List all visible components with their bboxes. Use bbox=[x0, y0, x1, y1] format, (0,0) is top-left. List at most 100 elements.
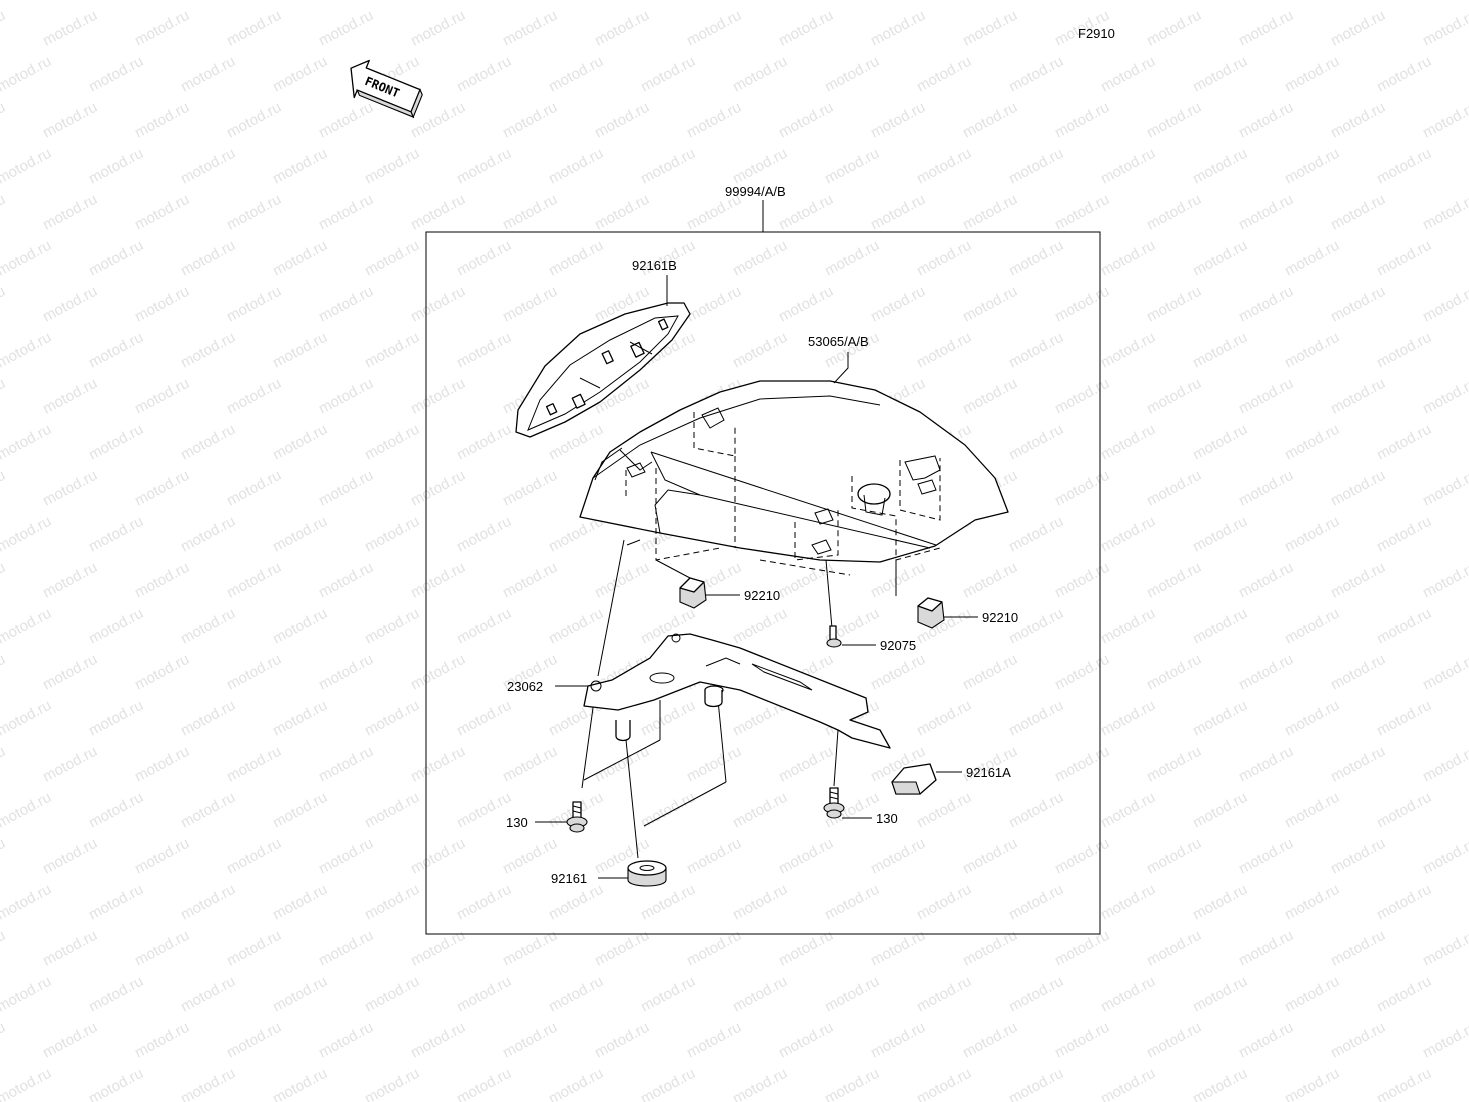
watermark-text: motod.ru bbox=[316, 191, 376, 234]
watermark-text: motod.ru bbox=[1328, 375, 1388, 418]
watermark-text: motod.ru bbox=[270, 973, 330, 1016]
watermark-text: motod.ru bbox=[914, 145, 974, 188]
watermark-text: motod.ru bbox=[1420, 1019, 1469, 1062]
spacer-damper-part bbox=[627, 860, 667, 887]
watermark-text: motod.ru bbox=[1190, 421, 1250, 464]
watermark-text: motod.ru bbox=[86, 145, 146, 188]
watermark-text: motod.ru bbox=[1236, 99, 1296, 142]
watermark-text: motod.ru bbox=[500, 743, 560, 786]
watermark-text: motod.ru bbox=[86, 53, 146, 96]
watermark-text: motod.ru bbox=[454, 237, 514, 280]
watermark-text: motod.ru bbox=[1236, 191, 1296, 234]
watermark-text: motod.ru bbox=[500, 7, 560, 50]
watermark-text: motod.ru bbox=[1006, 513, 1066, 556]
watermark-text: motod.ru bbox=[776, 99, 836, 142]
watermark-text: motod.ru bbox=[224, 835, 284, 878]
watermark-text: motod.ru bbox=[362, 421, 422, 464]
watermark-text: motod.ru bbox=[1098, 697, 1158, 740]
watermark-text: motod.ru bbox=[132, 559, 192, 602]
watermark-text: motod.ru bbox=[224, 651, 284, 694]
watermark-text: motod.ru bbox=[1236, 1019, 1296, 1062]
watermark-text: motod.ru bbox=[316, 283, 376, 326]
watermark-text: motod.ru bbox=[592, 559, 652, 602]
watermark-text: motod.ru bbox=[730, 237, 790, 280]
watermark-text: motod.ru bbox=[730, 973, 790, 1016]
watermark-text: motod.ru bbox=[0, 973, 54, 1016]
watermark-text: motod.ru bbox=[1282, 605, 1342, 648]
watermark-text: motod.ru bbox=[914, 789, 974, 832]
front-arrow-icon: FRONT bbox=[350, 59, 423, 119]
watermark-text: motod.ru bbox=[362, 789, 422, 832]
watermark-text: motod.ru bbox=[224, 191, 284, 234]
watermark-text: motod.ru bbox=[178, 421, 238, 464]
watermark-text: motod.ru bbox=[40, 7, 100, 50]
watermark-text: motod.ru bbox=[316, 1019, 376, 1062]
watermark-text: motod.ru bbox=[1420, 835, 1469, 878]
watermark-text: motod.ru bbox=[1006, 53, 1066, 96]
callout-53065: 53065/A/B bbox=[808, 334, 869, 349]
watermark-text: motod.ru bbox=[776, 283, 836, 326]
watermark-text: motod.ru bbox=[822, 145, 882, 188]
watermark-text: motod.ru bbox=[454, 973, 514, 1016]
watermark-text: motod.ru bbox=[316, 7, 376, 50]
watermark-text: motod.ru bbox=[914, 0, 974, 4]
watermark-text: motod.ru bbox=[0, 237, 54, 280]
watermark-text: motod.ru bbox=[1282, 145, 1342, 188]
callout-92161B: 92161B bbox=[632, 258, 677, 273]
watermark-text: motod.ru bbox=[1328, 467, 1388, 510]
watermark-text: motod.ru bbox=[454, 145, 514, 188]
watermark-text: motod.ru bbox=[1052, 835, 1112, 878]
watermark-text: motod.ru bbox=[1098, 237, 1158, 280]
watermark-text: motod.ru bbox=[454, 1065, 514, 1102]
watermark-text: motod.ru bbox=[500, 1019, 560, 1062]
watermark-text: motod.ru bbox=[270, 329, 330, 372]
watermark-text: motod.ru bbox=[362, 0, 422, 4]
watermark-text: motod.ru bbox=[40, 191, 100, 234]
watermark-text: motod.ru bbox=[0, 283, 8, 326]
watermark-text: motod.ru bbox=[730, 1065, 790, 1102]
watermark-text: motod.ru bbox=[1144, 743, 1204, 786]
watermark-text: motod.ru bbox=[0, 375, 8, 418]
watermark-text: motod.ru bbox=[1374, 605, 1434, 648]
watermark-text: motod.ru bbox=[1190, 53, 1250, 96]
watermark-text: motod.ru bbox=[546, 145, 606, 188]
watermark-text: motod.ru bbox=[1144, 283, 1204, 326]
watermark-text: motod.ru bbox=[40, 467, 100, 510]
watermark-text: motod.ru bbox=[868, 283, 928, 326]
watermark-text: motod.ru bbox=[270, 145, 330, 188]
watermark-text: motod.ru bbox=[1420, 283, 1469, 326]
watermark-text: motod.ru bbox=[546, 605, 606, 648]
watermark-text: motod.ru bbox=[638, 789, 698, 832]
watermark-text: motod.ru bbox=[270, 1065, 330, 1102]
watermark-text: motod.ru bbox=[40, 1019, 100, 1062]
watermark-text: motod.ru bbox=[776, 743, 836, 786]
callout-99994: 99994/A/B bbox=[725, 184, 786, 199]
watermark-text: motod.ru bbox=[1052, 467, 1112, 510]
watermark-text: motod.ru bbox=[730, 0, 790, 4]
watermark-text: motod.ru bbox=[1052, 927, 1112, 970]
watermark-text: motod.ru bbox=[684, 927, 744, 970]
watermark-text: motod.ru bbox=[1282, 237, 1342, 280]
watermark-text: motod.ru bbox=[0, 743, 8, 786]
watermark-text: motod.ru bbox=[822, 973, 882, 1016]
watermark-text: motod.ru bbox=[0, 1065, 54, 1102]
watermark-text: motod.ru bbox=[362, 1065, 422, 1102]
watermark-text: motod.ru bbox=[868, 1019, 928, 1062]
watermark-text: motod.ru bbox=[1144, 7, 1204, 50]
watermark-text: motod.ru bbox=[0, 881, 54, 924]
callout-92161: 92161 bbox=[551, 871, 587, 886]
watermark-text: motod.ru bbox=[1190, 973, 1250, 1016]
watermark-text: motod.ru bbox=[0, 651, 8, 694]
watermark-text: motod.ru bbox=[1282, 973, 1342, 1016]
watermark-text: motod.ru bbox=[40, 651, 100, 694]
watermark-text: motod.ru bbox=[270, 697, 330, 740]
watermark-text: motod.ru bbox=[1190, 789, 1250, 832]
watermark-text: motod.ru bbox=[546, 973, 606, 1016]
watermark-text: motod.ru bbox=[1006, 0, 1066, 4]
watermark-text: motod.ru bbox=[178, 697, 238, 740]
watermark-text: motod.ru bbox=[1144, 1019, 1204, 1062]
watermark-text: motod.ru bbox=[0, 513, 54, 556]
watermark-text: motod.ru bbox=[178, 0, 238, 4]
watermark-text: motod.ru bbox=[408, 1019, 468, 1062]
watermark-text: motod.ru bbox=[178, 1065, 238, 1102]
